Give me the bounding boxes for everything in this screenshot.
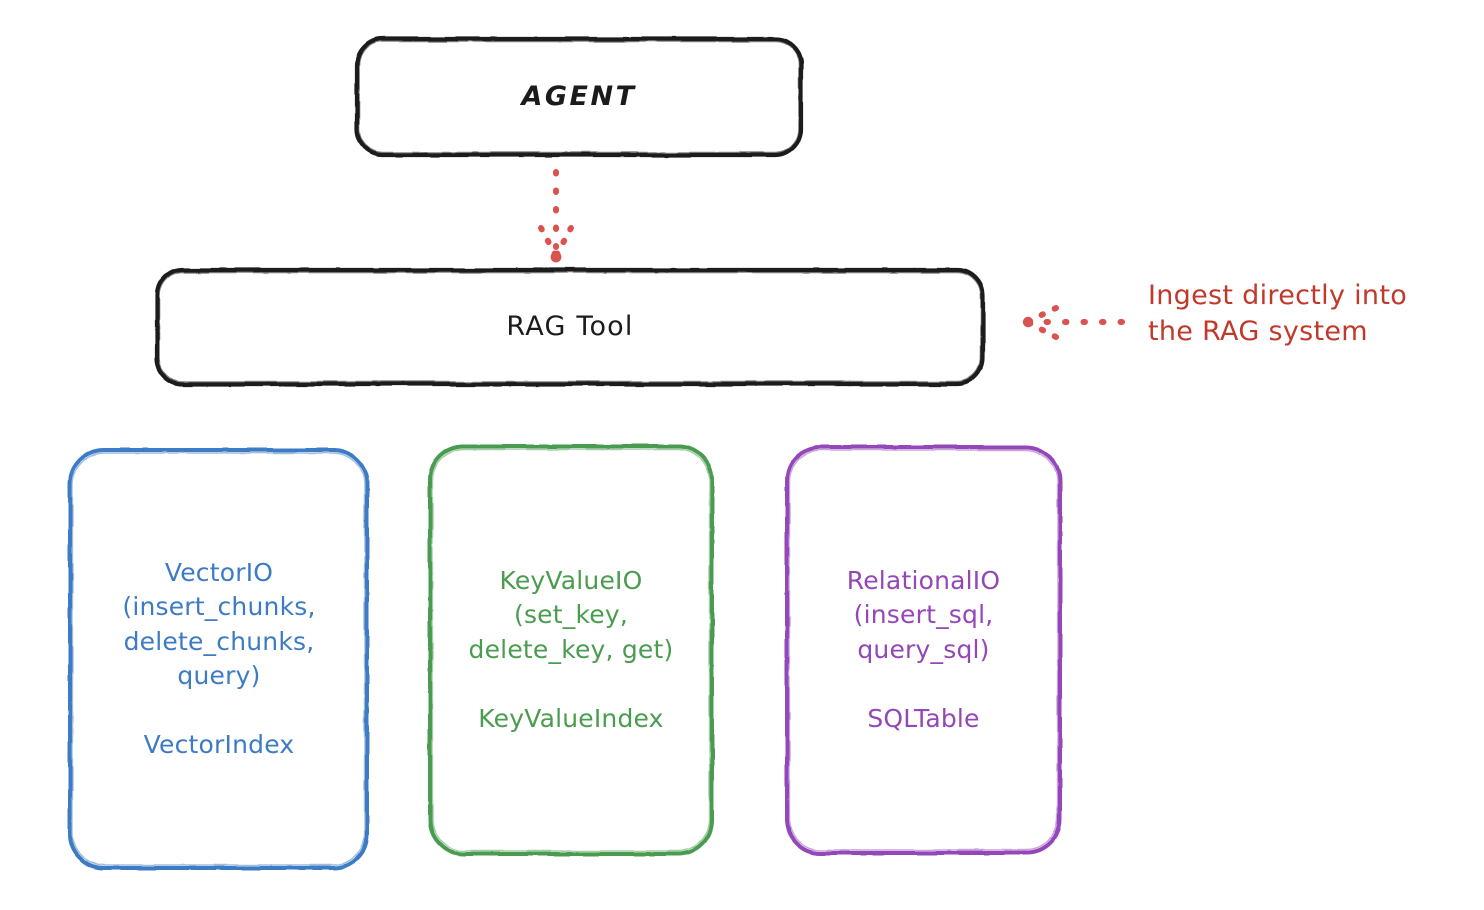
node-agent-label: AGENT bbox=[521, 80, 637, 112]
edge-agent-to-rag-tool bbox=[538, 169, 574, 263]
agent-box-outline bbox=[354, 36, 804, 158]
node-relational-io-label: RelationalIO (insert_sql, query_sql) SQL… bbox=[846, 565, 1001, 733]
vectorio-card-outline bbox=[68, 448, 369, 870]
node-vector-io-label: VectorIO (insert_chunks, delete_chunks, … bbox=[122, 557, 316, 760]
rag-tool-box-outline bbox=[154, 267, 986, 387]
relationalio-card-outline bbox=[785, 445, 1062, 855]
node-vector-io[interactable]: VectorIO (insert_chunks, delete_chunks, … bbox=[68, 448, 370, 870]
node-key-value-io[interactable]: KeyValueIO (set_key, delete_key, get) Ke… bbox=[428, 444, 714, 856]
node-rag-tool[interactable]: RAG Tool bbox=[155, 268, 985, 386]
edge-ingest-to-rag-tool bbox=[1022, 305, 1125, 340]
node-rag-tool-label: RAG Tool bbox=[506, 310, 634, 342]
keyvalueio-card-outline bbox=[428, 444, 714, 856]
node-key-value-io-label: KeyValueIO (set_key, delete_key, get) Ke… bbox=[468, 565, 674, 733]
node-agent[interactable]: AGENT bbox=[355, 37, 803, 157]
annotation-ingest-directly: Ingest directly into the RAG system bbox=[1148, 280, 1408, 348]
node-relational-io[interactable]: RelationalIO (insert_sql, query_sql) SQL… bbox=[785, 445, 1062, 855]
